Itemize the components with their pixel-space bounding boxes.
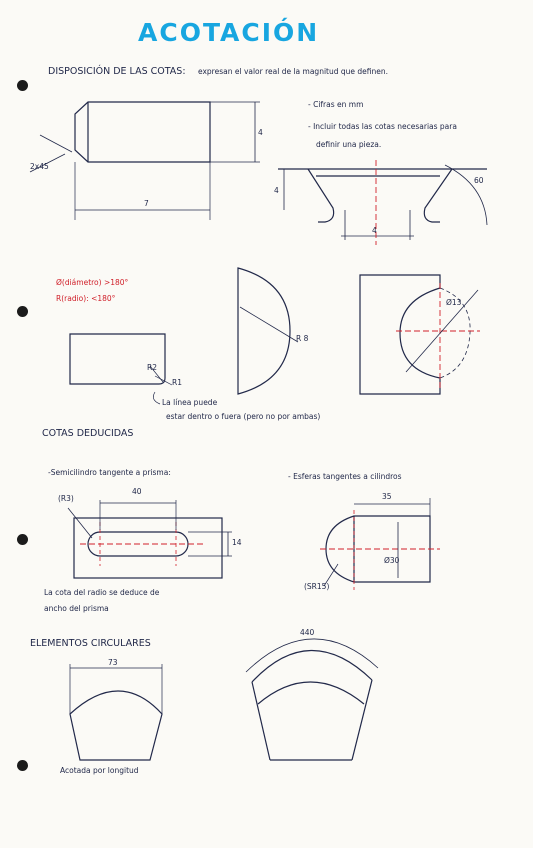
dim-angle: 60 <box>474 176 484 185</box>
binder-hole <box>17 306 28 317</box>
slot-prism-drawing <box>67 500 232 579</box>
binder-hole <box>17 760 28 771</box>
sphere-cylinder-drawing <box>320 498 440 590</box>
line-note: La línea puede <box>162 398 218 407</box>
dim-bottom: 4 <box>372 226 377 235</box>
dim-73: 73 <box>108 658 118 667</box>
dim-d13: Ø13 <box>446 298 462 307</box>
rounded-rectangle-drawing <box>69 333 173 405</box>
deduced-heading: COTAS DEDUCIDAS <box>42 428 134 439</box>
page-title: ACOTACIÓN <box>138 18 320 47</box>
dim-chamfer: 2x45 <box>30 162 49 171</box>
dim-width: 7 <box>144 199 149 208</box>
dim-height: 4 <box>258 128 263 137</box>
binder-hole <box>17 534 28 545</box>
circular-heading: ELEMENTOS CIRCULARES <box>30 638 151 649</box>
dim-r2: R2 <box>147 363 157 372</box>
dim-40: 40 <box>132 487 142 496</box>
intro-heading: DISPOSICIÓN DE LAS COTAS: <box>48 66 186 77</box>
semicircle-drawing <box>237 267 299 395</box>
dim-r3: (R3) <box>58 494 74 503</box>
chord-arc-drawing <box>69 664 163 761</box>
dim-440: 440 <box>300 628 315 637</box>
chamfered-prism-drawing <box>29 101 260 220</box>
deduced-sub-left: -Semicilindro tangente a prisma: <box>48 468 171 477</box>
deduced-sub-right: - Esferas tangentes a cilindros <box>288 472 402 481</box>
dim-sr15: (SR15) <box>304 582 330 591</box>
line-note: estar dentro o fuera (pero no por ambas) <box>166 412 321 421</box>
deduced-note: La cota del radio se deduce de <box>44 588 160 597</box>
dim-35: 35 <box>382 492 392 501</box>
note-line: - Incluir todas las cotas necesarias par… <box>308 122 457 131</box>
intro-text: expresan el valor real de la magnitud qu… <box>198 67 388 76</box>
binder-hole <box>17 80 28 91</box>
funnel-drawing <box>278 160 488 245</box>
dim-d30: Ø30 <box>384 556 400 565</box>
dim-r1: R1 <box>172 378 182 387</box>
dim-14: 14 <box>232 538 242 547</box>
circle-cutout-drawing <box>359 274 480 395</box>
rule-diameter: Ø(diámetro) >180° <box>56 278 129 287</box>
rule-radius: R(radio): <180° <box>56 294 116 303</box>
note-line: - Cifras en mm <box>308 100 364 109</box>
dim-left-height: 4 <box>274 186 279 195</box>
dim-r8: R 8 <box>296 334 309 343</box>
circular-note: Acotada por longitud <box>60 766 139 775</box>
note-line: definir una pieza. <box>316 140 382 149</box>
arc-length-drawing <box>245 638 379 761</box>
deduced-note: ancho del prisma <box>44 604 109 613</box>
